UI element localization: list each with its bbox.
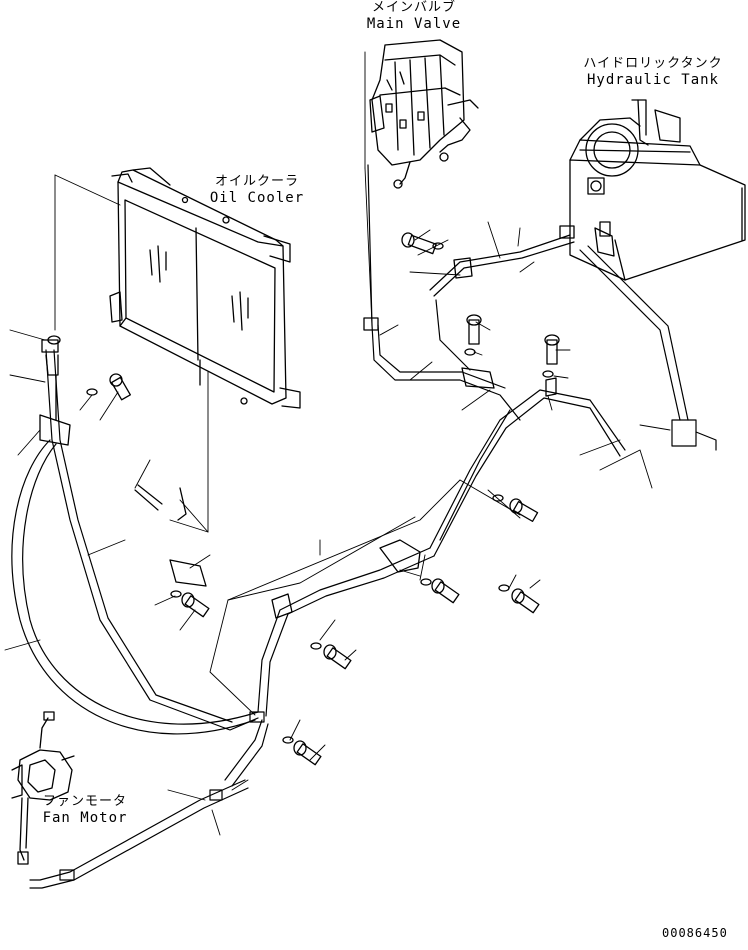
- oil-cooler-label-en: Oil Cooler: [209, 190, 305, 206]
- fan-motor-label: ファンモータ Fan Motor: [36, 794, 134, 826]
- fan-motor-part: [11, 711, 75, 865]
- clamps: [39, 221, 611, 619]
- oil-cooler-label: オイルクーラ Oil Cooler: [208, 174, 306, 206]
- leader-lines: [4, 51, 671, 836]
- bolts-and-washers: [45, 232, 560, 766]
- main-valve-label-en: Main Valve: [366, 16, 462, 32]
- drawing-number: 00086450: [662, 926, 728, 940]
- hydraulic-tank-label-en: Hydraulic Tank: [586, 72, 719, 88]
- hydraulic-tank-label-jp: ハイドロリックタンク: [583, 56, 723, 71]
- fan-motor-label-en: Fan Motor: [42, 810, 128, 826]
- fan-motor-label-jp: ファンモータ: [42, 794, 127, 809]
- hydraulic-tank-part: [569, 99, 746, 281]
- main-valve-label-jp: メインバルブ: [371, 0, 456, 15]
- oil-cooler-label-jp: オイルクーラ: [214, 174, 299, 189]
- main-valve-part: [369, 39, 479, 189]
- main-valve-label: メインバルブ Main Valve: [365, 0, 463, 32]
- hydraulic-tank-label: ハイドロリックタンク Hydraulic Tank: [583, 56, 723, 88]
- oil-cooler-part: [109, 167, 301, 409]
- hoses: [11, 164, 717, 889]
